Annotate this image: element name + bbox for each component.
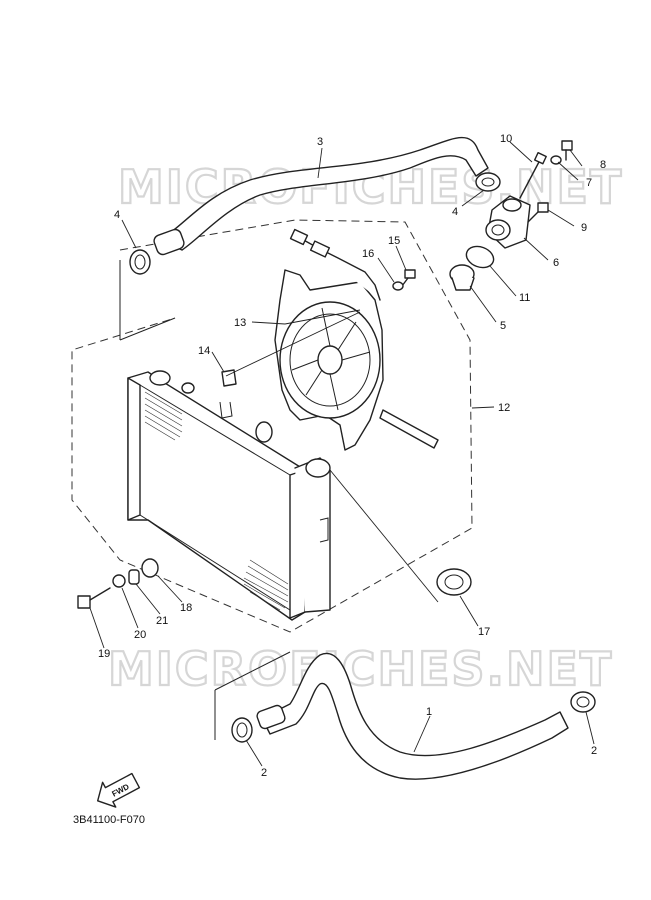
callout-18: 18 [180,602,192,614]
callout-6: 6 [553,257,559,269]
bolt-10[interactable] [519,151,547,199]
callout-19: 19 [98,648,110,660]
callout-7: 7 [586,177,592,189]
radiator[interactable] [127,370,331,621]
thermostat-housing[interactable] [485,195,531,249]
callout-labels: 3 4 4 10 8 7 9 6 11 5 15 16 13 14 12 17 … [98,133,606,779]
o-ring-11[interactable] [463,243,496,271]
collar-21[interactable] [128,569,140,585]
hose-clamp-lower-right[interactable] [570,691,596,713]
leader-lines [89,141,595,767]
callout-12: 12 [498,402,510,414]
callout-1: 1 [426,706,432,718]
callout-5: 5 [500,320,506,332]
bolt-15[interactable] [401,269,416,287]
callout-3: 3 [317,136,323,148]
callout-21: 21 [156,615,168,627]
callout-2-right: 2 [591,745,597,757]
callout-8: 8 [600,159,606,171]
callout-13: 13 [234,317,246,329]
callout-15: 15 [388,235,400,247]
callout-11: 11 [519,292,530,304]
thermostat-5[interactable] [449,264,475,291]
upper-hose[interactable] [119,136,489,341]
callout-2-left: 2 [261,767,267,779]
hose-clamp-lower-left[interactable] [231,717,253,743]
bolt-19[interactable] [77,587,111,609]
diagram-code: 3B41100-F070 [73,814,145,826]
callout-4-left: 4 [114,209,120,221]
callout-9: 9 [581,222,587,234]
forward-arrow: FWD [96,772,141,808]
radiator-assembly-outline [71,219,473,633]
hose-clamp-upper-right[interactable] [475,172,501,192]
callout-14: 14 [198,345,210,357]
fan-assembly[interactable] [274,228,439,451]
clip-14[interactable] [221,369,237,387]
callout-17: 17 [478,626,490,638]
washer-20[interactable] [112,574,126,588]
hose-clamp-upper-left[interactable] [129,249,151,275]
watermark-bottom: MICROFICHES.NET [108,642,613,696]
bolt-9[interactable] [527,202,549,223]
callout-10: 10 [500,133,512,145]
radiator-cap-17[interactable] [436,568,472,596]
callout-20: 20 [134,629,146,641]
callout-4-right: 4 [452,206,458,218]
lower-hose[interactable] [214,651,569,780]
callout-16: 16 [362,248,374,260]
washer-16[interactable] [392,281,404,291]
grommet-18[interactable] [141,558,159,578]
bolt-8[interactable] [561,140,573,161]
